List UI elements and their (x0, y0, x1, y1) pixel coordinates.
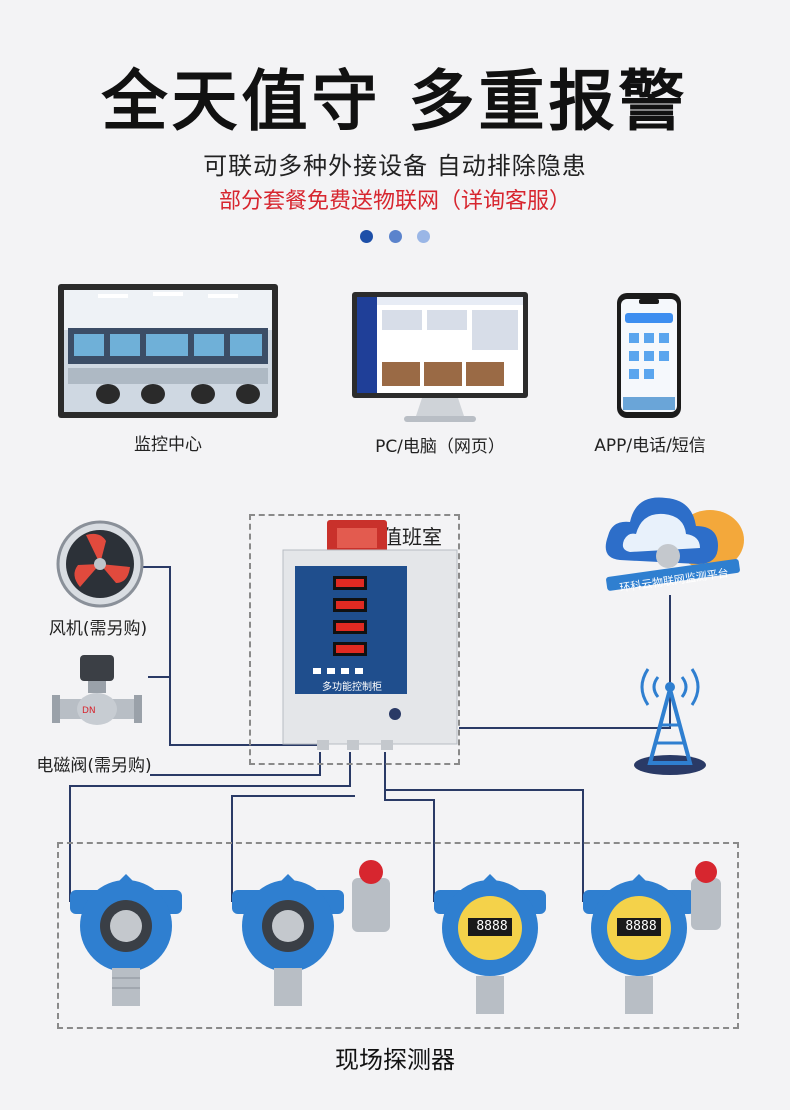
terminal-label-pc: PC/电脑（网页） (375, 437, 505, 457)
pager-dot-1[interactable] (360, 230, 374, 243)
fan-label: 风机(需另购) (48, 619, 148, 639)
detector-1-icon (70, 874, 182, 1006)
field-detectors-box (57, 842, 739, 1029)
pager-dot-2[interactable] (388, 230, 402, 243)
duty-room-label: 值班室 (382, 525, 442, 549)
detector-3-icon (434, 874, 546, 1014)
subtitle: 可联动多种外接设备 自动排除隐患 (203, 152, 587, 180)
pager-dots (0, 228, 790, 247)
desktop-monitor-icon (352, 292, 528, 422)
field-detectors-label: 现场探测器 (335, 1046, 455, 1074)
signal-tower-icon (634, 668, 706, 775)
smartphone-icon (617, 293, 681, 418)
duty-room-box (249, 514, 460, 765)
detector-3-display: 8888 (476, 919, 508, 934)
control-cabinet-icon (282, 520, 458, 750)
cloud-platform-icon (605, 497, 744, 591)
detector-4-display: 8888 (625, 919, 657, 934)
controller-panel-label: 多功能控制柜 (322, 682, 382, 693)
detector-2-icon (232, 860, 390, 1006)
terminal-label-app: APP/电话/短信 (594, 436, 706, 456)
page-title: 全天值守 多重报警 (101, 63, 689, 140)
promo-text: 部分套餐免费送物联网（详询客服） (218, 189, 571, 214)
solenoid-valve-icon: DN (52, 655, 142, 725)
pager-dot-3[interactable] (416, 230, 430, 243)
valve-label: 电磁阀(需另购) (36, 756, 152, 776)
svg-text:DN: DN (82, 706, 96, 716)
monitor-center-screen-icon (58, 284, 278, 418)
terminal-label-monitor: 监控中心 (134, 435, 202, 455)
detector-4-icon (583, 861, 721, 1014)
fan-icon (56, 520, 144, 608)
